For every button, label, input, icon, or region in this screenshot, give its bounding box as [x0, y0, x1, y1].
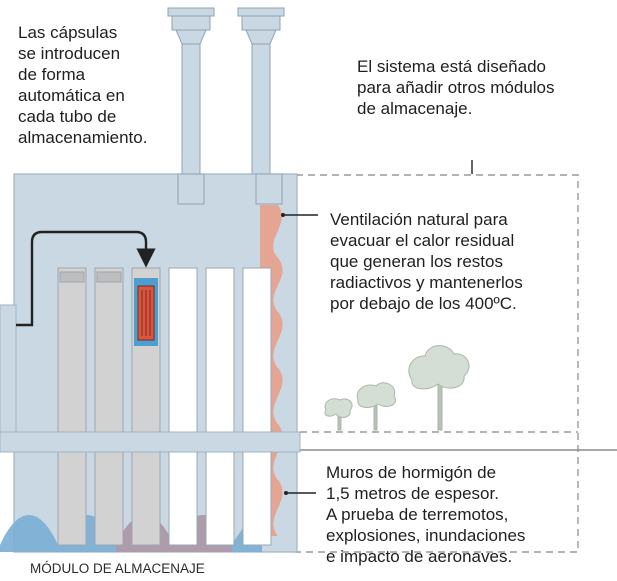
loading-arrow — [16, 230, 156, 327]
modules-caption: El sistema está diseñado para añadir otr… — [357, 57, 555, 118]
ventilation-caption: Ventilación natural para evacuar el calo… — [330, 210, 523, 313]
trees-illustration — [324, 345, 470, 431]
capsules-caption: Las cápsulas se introducen de forma auto… — [18, 23, 148, 147]
storage-module-label: MÓDULO DE ALMACENAJE — [30, 561, 205, 576]
walls-caption: Muros de hormigón de 1,5 metros de espes… — [326, 463, 526, 566]
floor-slab — [0, 431, 301, 453]
capsule — [134, 278, 158, 346]
loading-bay — [0, 304, 17, 434]
